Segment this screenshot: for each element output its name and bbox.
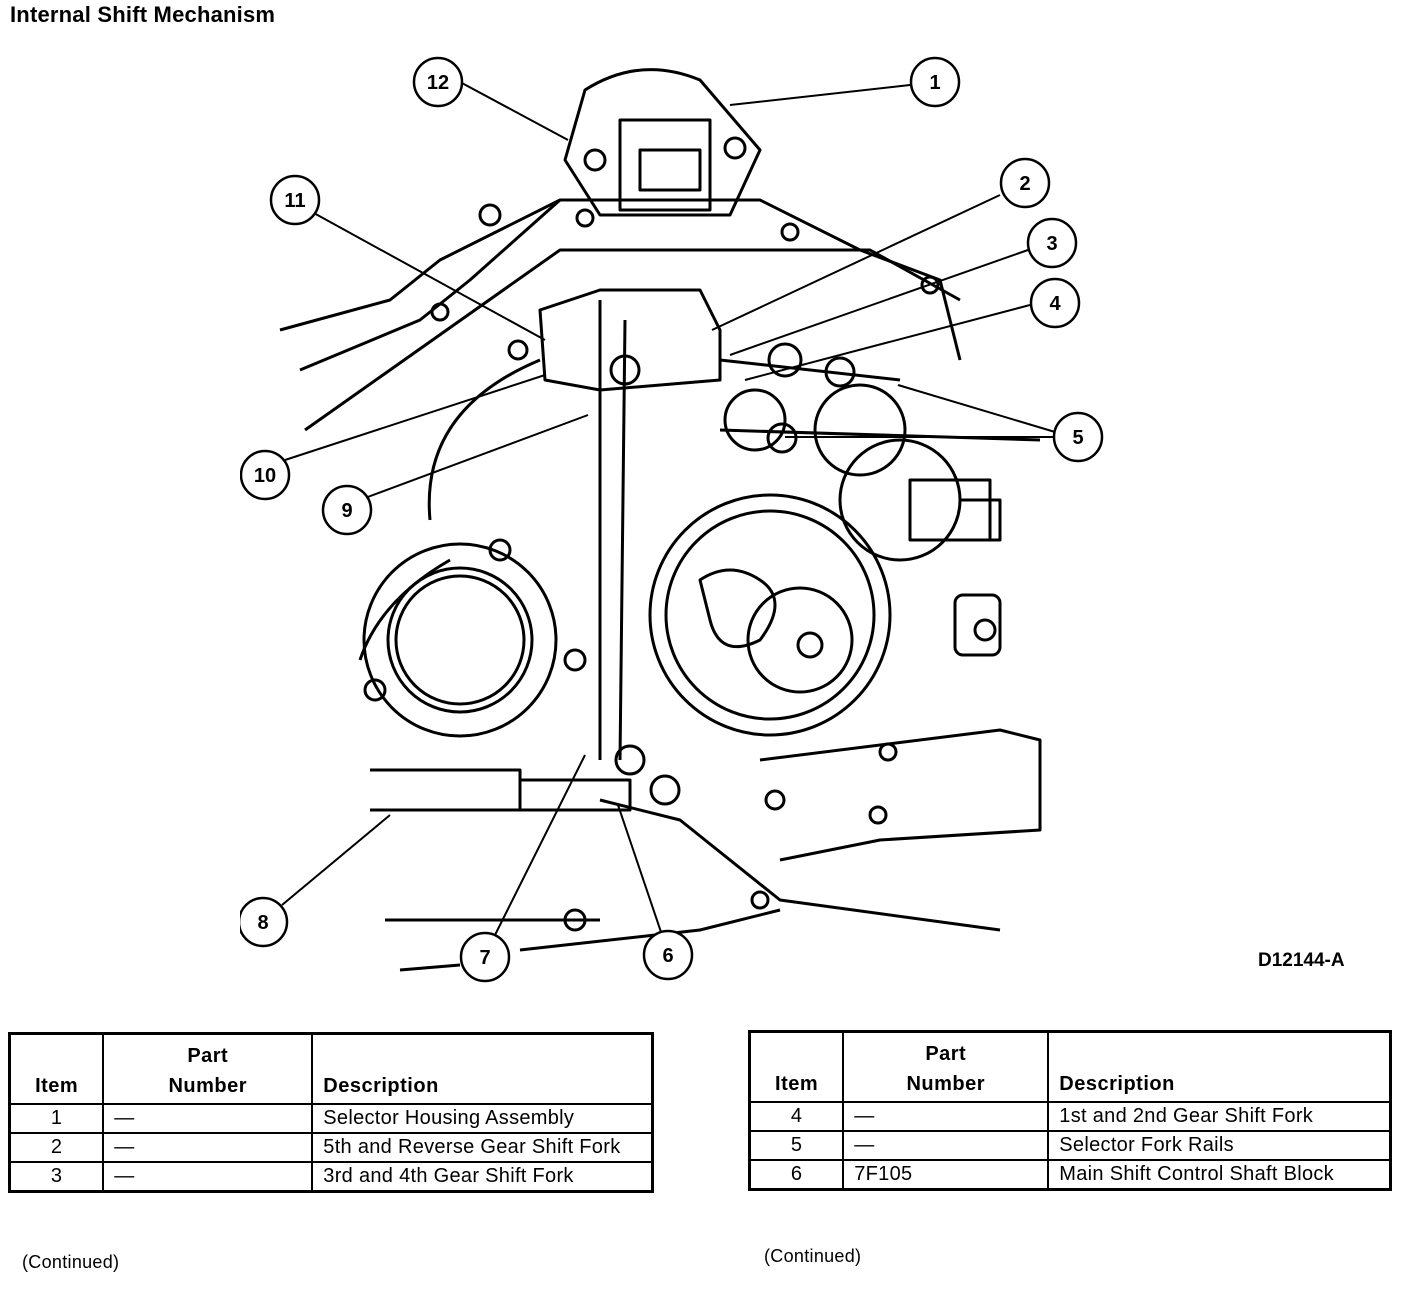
svg-text:5: 5 [1072, 427, 1083, 449]
col-header-description: Description [1047, 1030, 1392, 1103]
callout-3: 3 [1026, 217, 1078, 269]
cell-item: 1 [8, 1103, 105, 1134]
cell-description: Selector Housing Assembly [311, 1103, 654, 1134]
callout-12: 12 [412, 56, 464, 108]
svg-text:8: 8 [257, 912, 268, 934]
table-row: 6 7F105 Main Shift Control Shaft Block [748, 1159, 1392, 1191]
page-title: Internal Shift Mechanism [10, 2, 276, 27]
col-header-item: Item [8, 1032, 105, 1105]
svg-text:3: 3 [1046, 233, 1057, 255]
table-row: 1 — Selector Housing Assembly [8, 1103, 654, 1134]
callout-4: 4 [1029, 277, 1081, 329]
svg-text:10: 10 [254, 465, 276, 487]
cell-part-number: 7F105 [842, 1159, 1050, 1191]
cell-description: 3rd and 4th Gear Shift Fork [311, 1161, 654, 1193]
callout-10: 10 [240, 449, 291, 501]
cell-part-number: — [842, 1130, 1050, 1161]
callouts: 12 1 2 3 4 5 11 10 9 8 7 6 [240, 56, 1104, 983]
table-row: 5 — Selector Fork Rails [748, 1130, 1392, 1161]
callout-2: 2 [999, 157, 1051, 209]
callout-7: 7 [459, 931, 511, 983]
table-header-row: Item Part Number Description [748, 1030, 1392, 1103]
cell-item: 3 [8, 1161, 105, 1193]
cell-description: Selector Fork Rails [1047, 1130, 1392, 1161]
col-header-part-number: Part Number [842, 1030, 1050, 1103]
svg-text:9: 9 [341, 500, 352, 522]
cell-item: 5 [748, 1130, 845, 1161]
callout-6: 6 [642, 929, 694, 981]
col-header-description: Description [311, 1032, 654, 1105]
parts-table-left: Item Part Number Description 1 — Selecto… [8, 1032, 654, 1193]
callout-5: 5 [1052, 411, 1104, 463]
svg-text:11: 11 [284, 190, 305, 212]
svg-text:2: 2 [1019, 173, 1030, 195]
callout-9: 9 [321, 484, 373, 536]
cell-part-number: — [842, 1101, 1050, 1132]
continued-note: (Continued) [764, 1246, 862, 1266]
col-header-part-number: Part Number [102, 1032, 314, 1105]
cell-item: 4 [748, 1101, 845, 1132]
callout-11: 11 [269, 174, 321, 226]
table-row: 3 — 3rd and 4th Gear Shift Fork [8, 1161, 654, 1193]
svg-text:4: 4 [1049, 293, 1061, 315]
callout-1: 1 [909, 56, 961, 108]
callout-8: 8 [240, 896, 289, 948]
cell-item: 6 [748, 1159, 845, 1191]
cell-part-number: — [102, 1132, 314, 1163]
table-row: 2 — 5th and Reverse Gear Shift Fork [8, 1132, 654, 1163]
svg-text:6: 6 [662, 945, 673, 967]
shift-mechanism-illustration: 12 1 2 3 4 5 11 10 9 8 7 6 [240, 56, 1104, 983]
table-row: 4 — 1st and 2nd Gear Shift Fork [748, 1101, 1392, 1132]
table-header-row: Item Part Number Description [8, 1032, 654, 1105]
col-header-item: Item [748, 1030, 845, 1103]
svg-text:7: 7 [479, 947, 490, 969]
cell-description: 5th and Reverse Gear Shift Fork [311, 1132, 654, 1163]
continued-note: (Continued) [22, 1252, 120, 1272]
figure-id: D12144-A [1258, 950, 1345, 971]
svg-text:12: 12 [427, 72, 449, 94]
cell-description: Main Shift Control Shaft Block [1047, 1159, 1392, 1191]
cell-part-number: — [102, 1103, 314, 1134]
parts-table-right: Item Part Number Description 4 — 1st and… [748, 1030, 1392, 1191]
cell-part-number: — [102, 1161, 314, 1193]
cell-item: 2 [8, 1132, 105, 1163]
cell-description: 1st and 2nd Gear Shift Fork [1047, 1101, 1392, 1132]
svg-text:1: 1 [929, 72, 940, 94]
